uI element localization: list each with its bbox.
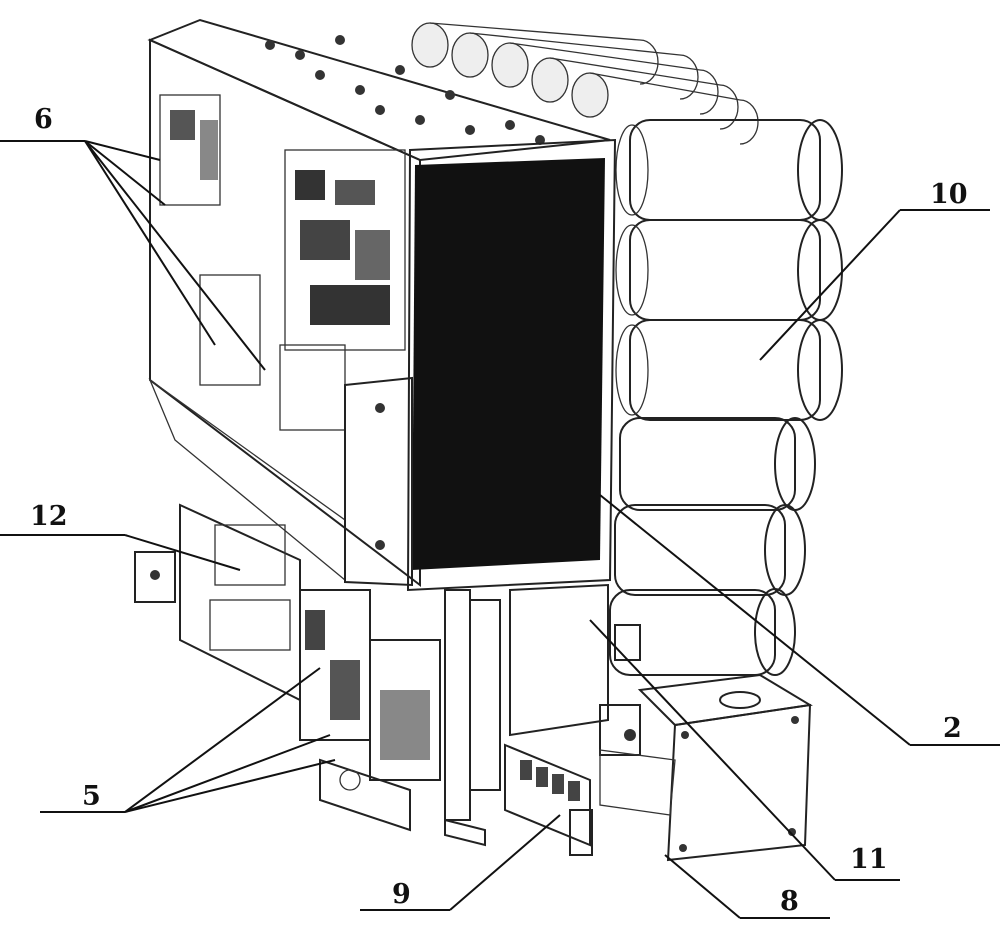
junction-box [599, 673, 813, 862]
capacitor-bank [411, 22, 843, 676]
terminal-block [504, 743, 593, 856]
callout-11: 11 [850, 844, 888, 875]
callout-9: 9 [392, 879, 411, 910]
capacitor-cylinder [629, 119, 821, 221]
callout-12: 12 [30, 501, 68, 532]
capacitor-cylinder [619, 417, 796, 511]
capacitor-end-cap [754, 588, 796, 676]
bracket-hole [375, 403, 385, 413]
control-boards [159, 94, 406, 431]
capacitor-cylinder [614, 504, 786, 596]
vertical-bar [444, 589, 471, 821]
busbar-hole [150, 570, 160, 580]
capacitor-end-cap [797, 319, 843, 421]
callout-2: 2 [943, 713, 962, 744]
capacitor-terminal [615, 324, 649, 416]
callout-6: 6 [34, 104, 53, 135]
capacitor-cylinder [629, 219, 821, 321]
front-side-bracket [344, 376, 413, 587]
busbar-left [179, 503, 301, 702]
side-plate [509, 583, 609, 737]
mounting-tab [614, 624, 641, 661]
lower-assembly [134, 503, 813, 862]
callout-labels: 6 10 12 5 9 8 11 2 [30, 104, 968, 917]
callout-10: 10 [930, 179, 968, 210]
top-plate-bolts [265, 35, 545, 145]
main-housing [147, 18, 617, 592]
bracket-hole [375, 540, 385, 550]
bar-foot [444, 818, 486, 847]
capacitor-terminal [615, 124, 649, 216]
leader-lines [0, 140, 1000, 919]
power-modules [299, 589, 441, 832]
callout-5: 5 [82, 781, 101, 812]
callout-8: 8 [780, 886, 799, 917]
capacitor-back-row [411, 22, 759, 145]
capacitor-front-column [609, 119, 843, 676]
housing-left-panel [149, 38, 421, 588]
vertical-bar [469, 599, 501, 791]
mounting-tab [599, 704, 641, 756]
capacitor-cylinder [609, 589, 776, 676]
busbar-tab [134, 551, 176, 603]
housing-front-frame [406, 138, 617, 592]
capacitor-cylinder [629, 319, 821, 421]
capacitor-terminal [615, 224, 649, 316]
front-dark-panel [412, 158, 605, 570]
